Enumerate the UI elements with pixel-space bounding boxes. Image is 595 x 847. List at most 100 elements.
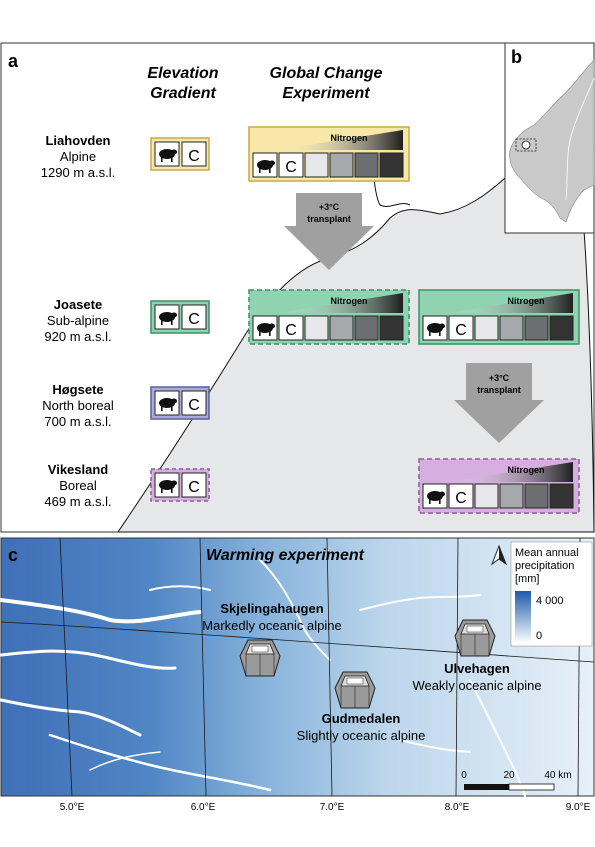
precipitation-map (0, 537, 595, 797)
panel-c-title: Warming experiment (206, 547, 365, 564)
site-name: Høgsete (52, 382, 103, 397)
study-area-box (515, 138, 537, 152)
scale-label-40: 40 km (544, 770, 571, 781)
study-area-marker (521, 140, 531, 150)
nitrogen-label: Nitrogen (508, 465, 545, 475)
nitrogen-level-4 (379, 315, 404, 341)
control-label: C (285, 159, 297, 176)
control-label: C (455, 490, 467, 507)
control-cell (181, 390, 207, 416)
scandinavia-landmass (509, 59, 595, 223)
nitrogen-level-3 (524, 315, 549, 341)
global-change-title-2: Experiment (282, 85, 370, 102)
otc-chamber-icon (454, 619, 496, 657)
map-site-ulvehagen: Ulvehagen Weakly oceanic alpine (412, 661, 541, 693)
elevation-gradient-title-1: Elevation (147, 65, 218, 82)
sheep-icon (159, 398, 177, 411)
map-site-skjelingahaugen: Skjelingahaugen Markedly oceanic alpine (202, 601, 341, 633)
site-label-liahovden: Liahovden Alpine 1290 m a.s.l. (41, 133, 115, 180)
gradient-box-liahovden: C (150, 137, 210, 171)
sheep-icon (159, 480, 177, 493)
sheep-icon (427, 323, 445, 336)
elevation-gradient-title-2: Gradient (150, 85, 216, 102)
control-cell (448, 483, 474, 509)
nitrogen-level-3 (354, 315, 379, 341)
otc-chamber-icon (334, 671, 376, 709)
longitude-ticks: 5.0°E 6.0°E 7.0°E 8.0°E 9.0°E (60, 802, 591, 813)
nitrogen-level-4 (549, 315, 574, 341)
site-label-joasete: Joasete Sub-alpine 920 m a.s.l. (44, 297, 111, 344)
nitrogen-level-1 (474, 315, 499, 341)
nitrogen-wedge (448, 462, 573, 482)
lon-tick: 5.0°E (60, 802, 85, 813)
legend-title-3: [mm] (515, 573, 539, 585)
control-label: C (455, 322, 467, 339)
transplant-arrow-1: +3°C transplant (284, 193, 374, 270)
control-cell (181, 472, 207, 498)
nitrogen-level-1 (474, 483, 499, 509)
control-label: C (188, 311, 200, 328)
site-name: Liahovden (45, 133, 110, 148)
panel-b: b (504, 42, 595, 234)
site-zone: Sub-alpine (47, 313, 109, 328)
lon-tick: 6.0°E (191, 802, 216, 813)
nitrogen-level-4 (549, 483, 574, 509)
control-label: C (188, 479, 200, 496)
nitrogen-label: Nitrogen (331, 296, 368, 306)
panel-b-letter: b (511, 47, 522, 67)
nitrogen-wedge (278, 130, 403, 150)
site-zone: Alpine (60, 149, 96, 164)
panel-a-letter: a (8, 51, 19, 71)
panel-a: a Elevation Gradient Global Change Exper… (0, 42, 595, 533)
lon-tick: 9.0°E (566, 802, 591, 813)
site-zone: North boreal (42, 398, 114, 413)
legend-min: 0 (536, 630, 542, 642)
nitrogen-level-4 (379, 152, 404, 178)
panel-c: c Warming experiment Mean annual precipi… (0, 537, 595, 813)
legend-title-2: precipitation (515, 560, 574, 572)
map-site-name: Ulvehagen (444, 661, 510, 676)
site-elevation: 1290 m a.s.l. (41, 165, 115, 180)
transplant-label-1: +3°C (319, 202, 340, 212)
control-cell (181, 304, 207, 330)
control-label: C (188, 397, 200, 414)
fjord-lines (0, 559, 526, 797)
site-elevation: 469 m a.s.l. (44, 494, 111, 509)
lon-tick: 7.0°E (320, 802, 345, 813)
map-site-desc: Slightly oceanic alpine (297, 728, 426, 743)
nitrogen-level-2 (329, 315, 354, 341)
panel-c-letter: c (8, 545, 18, 565)
control-cell (181, 141, 207, 167)
sheep-icon (159, 149, 177, 162)
experiment-box-liahovden: Nitrogen C (248, 126, 410, 182)
control-label: C (285, 322, 297, 339)
nitrogen-level-2 (499, 483, 524, 509)
graticule (0, 537, 595, 797)
nitrogen-level-1 (304, 152, 329, 178)
gradient-box-joasete: C (150, 300, 210, 334)
sheep-icon (159, 312, 177, 325)
control-label: C (188, 148, 200, 165)
scale-label-20: 20 (503, 770, 515, 781)
transplant-arrow-2: +3°C transplant (454, 363, 544, 443)
nitrogen-level-2 (329, 152, 354, 178)
nitrogen-wedge (278, 293, 403, 313)
gradient-box-hogsete: C (150, 386, 210, 420)
global-change-title-1: Global Change (270, 65, 383, 82)
nitrogen-level-3 (524, 483, 549, 509)
experiment-box-joasete-2: Nitrogen C (418, 289, 580, 345)
gradient-box-vikesland: C (150, 468, 210, 502)
site-name: Joasete (54, 297, 102, 312)
map-site-name: Gudmedalen (322, 711, 401, 726)
control-cell (278, 152, 304, 178)
nitrogen-level-3 (354, 152, 379, 178)
map-site-name: Skjelingahaugen (220, 601, 323, 616)
experiment-box-vikesland: Nitrogen C (418, 458, 580, 514)
north-arrow-icon (490, 544, 508, 566)
nitrogen-level-1 (304, 315, 329, 341)
sweden-border (565, 77, 595, 201)
site-zone: Boreal (59, 478, 97, 493)
lon-tick: 8.0°E (445, 802, 470, 813)
legend-title-1: Mean annual (515, 547, 579, 559)
site-elevation: 700 m a.s.l. (44, 414, 111, 429)
